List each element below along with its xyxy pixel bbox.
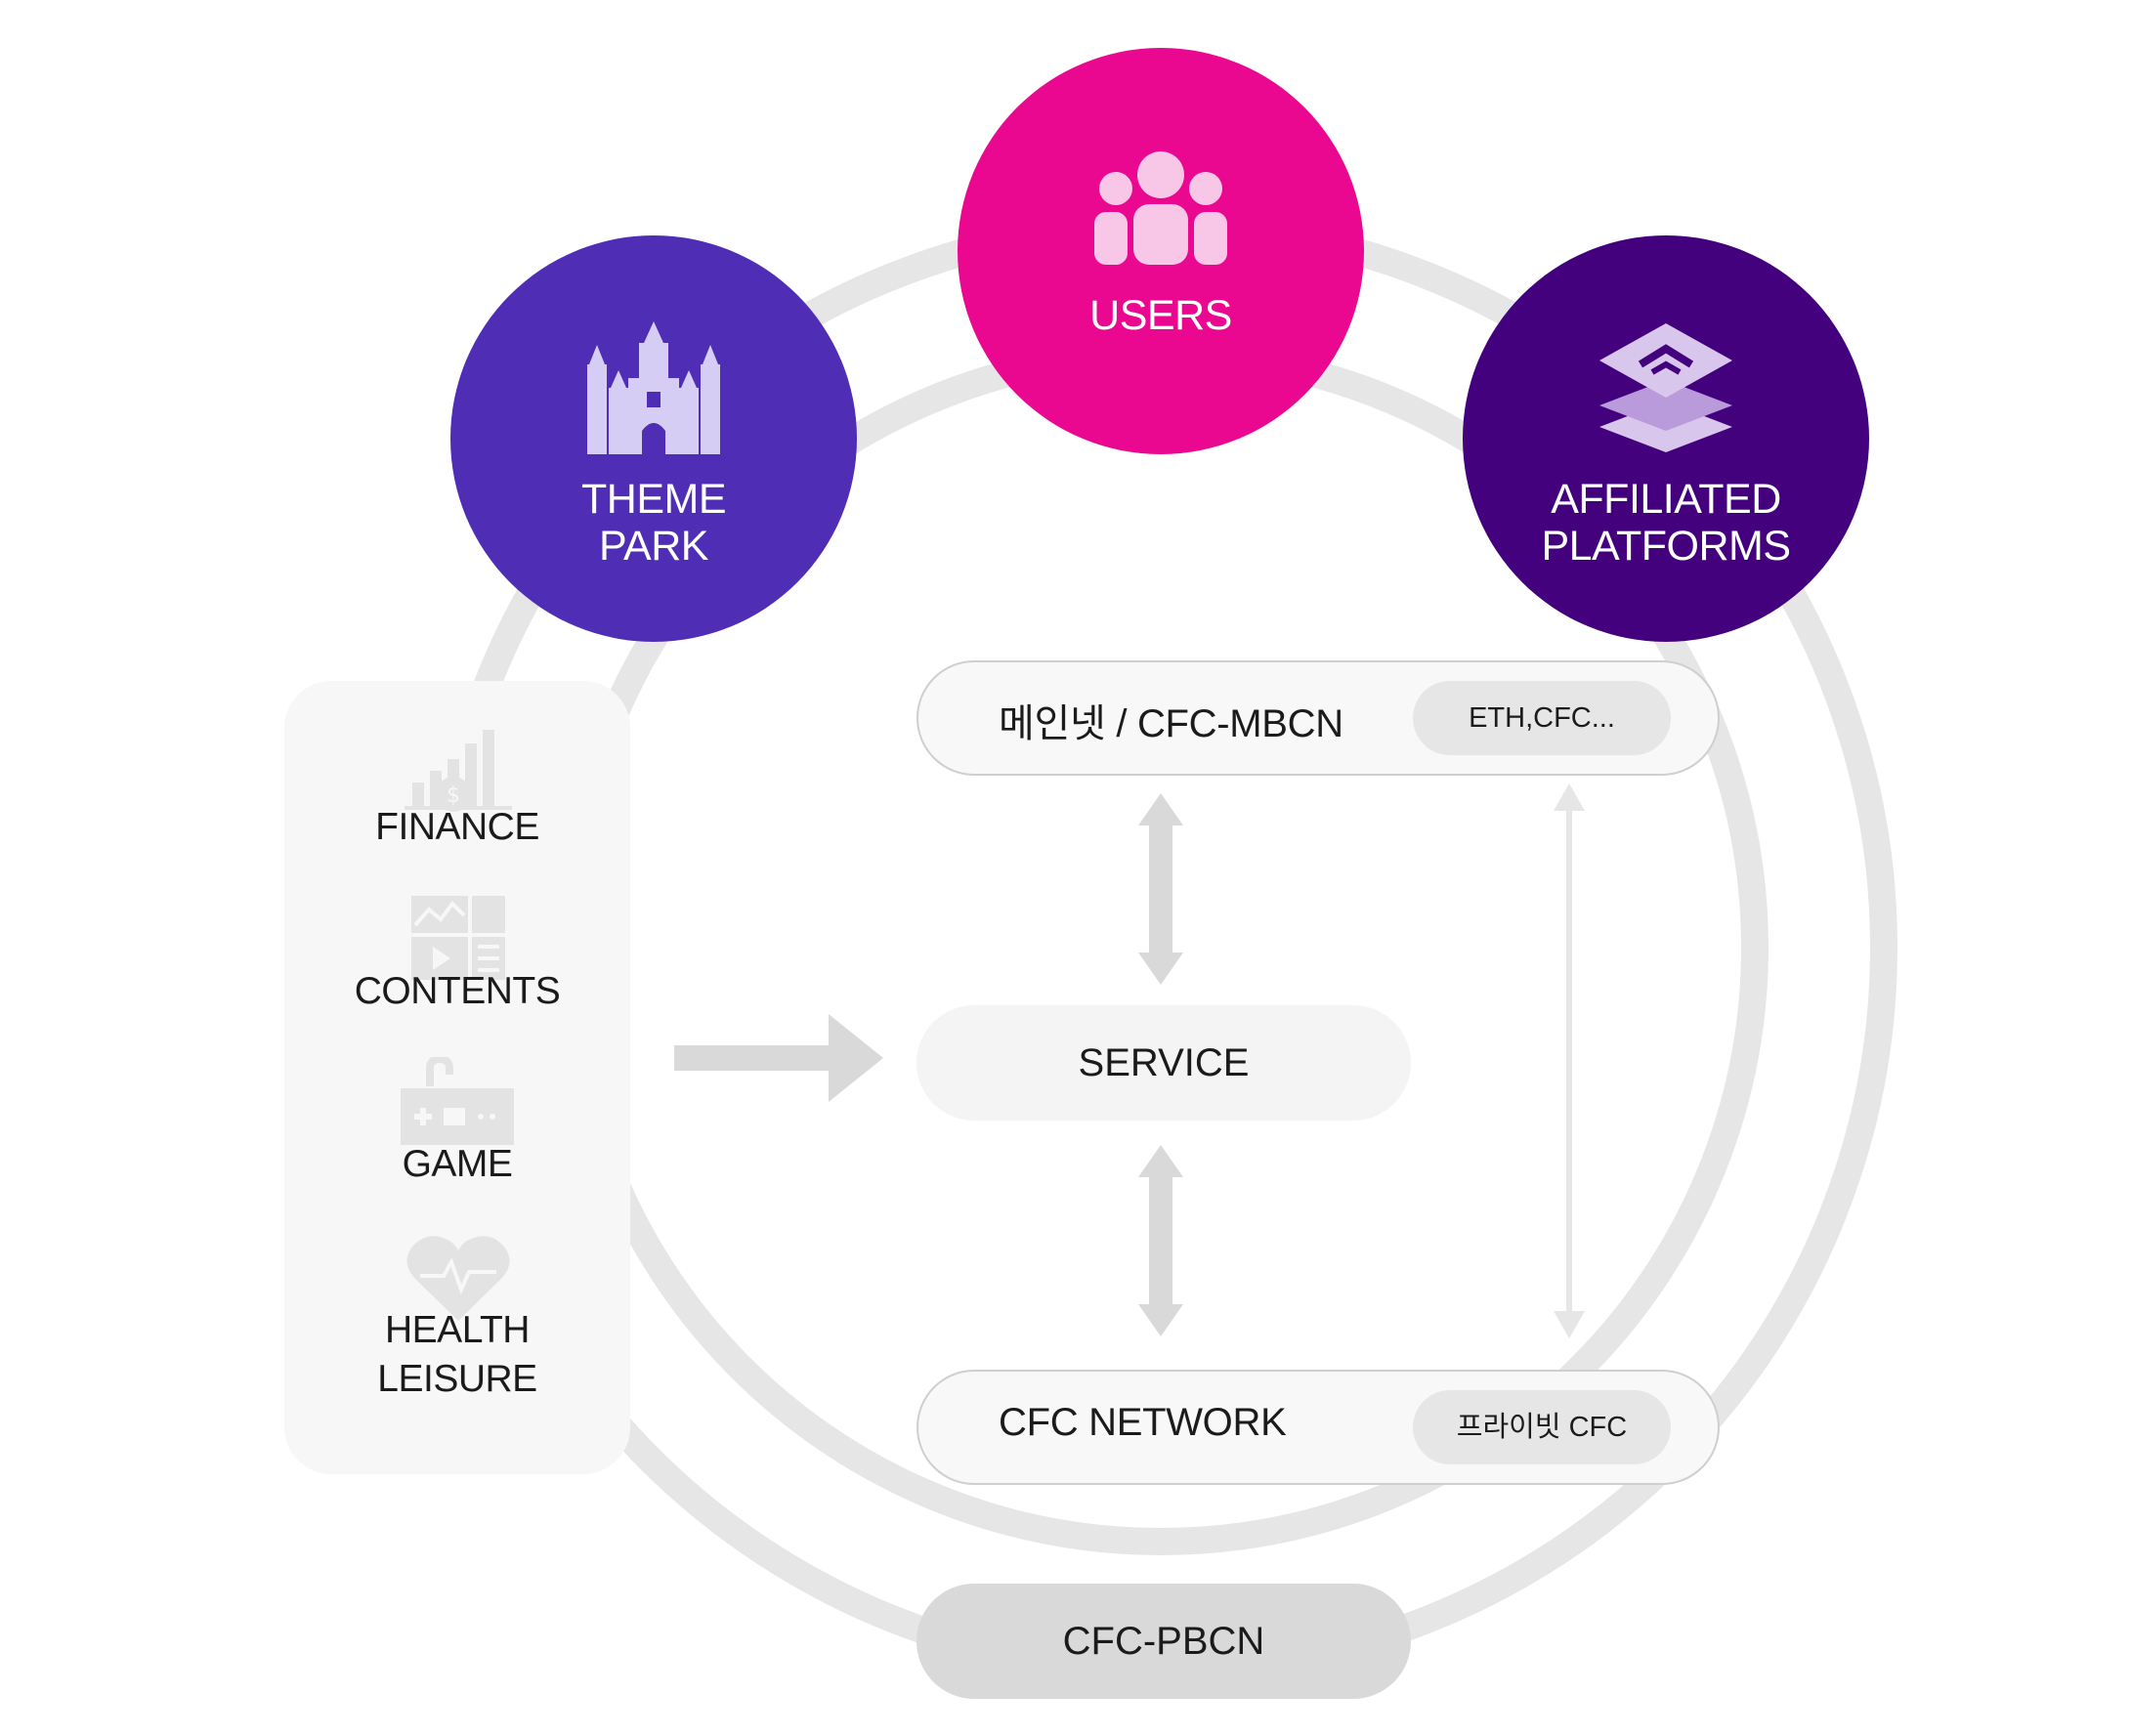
cfc-network-box: CFC NETWORK 프라이빗 CFC — [916, 1370, 1720, 1485]
contents-media-icon — [411, 896, 505, 980]
arrow-right-side — [1554, 783, 1585, 1338]
cfc-network-title: CFC NETWORK — [999, 1401, 1287, 1444]
arrow-service-network — [1138, 1145, 1183, 1336]
service-box: SERVICE — [916, 1005, 1411, 1121]
theme-park-label: THEME PARK — [581, 476, 727, 570]
castle-icon — [587, 321, 720, 454]
service-label: SERVICE — [1078, 1041, 1250, 1084]
contents-label: CONTENTS — [354, 970, 561, 1012]
mainnet-title: 메인넷 / CFC-MBCN — [999, 702, 1343, 745]
finance-label: FINANCE — [375, 806, 539, 848]
game-controller-icon — [401, 1057, 514, 1145]
arrow-to-service — [674, 1014, 883, 1102]
finance-chart-icon: $ — [405, 730, 512, 812]
users-node: USERS — [958, 48, 1364, 454]
heart-pulse-icon — [406, 1236, 510, 1321]
affiliated-platforms-label: AFFILIATED PLATFORMS — [1541, 476, 1791, 570]
users-label: USERS — [1089, 292, 1232, 339]
health-leisure-label: HEALTH LEISURE — [377, 1309, 537, 1400]
svg-text:$: $ — [447, 783, 460, 808]
pbcn-label: CFC-PBCN — [1062, 1620, 1265, 1663]
mainnet-tag: ETH,CFC... — [1413, 681, 1671, 755]
cfc-network-tag: 프라이빗 CFC — [1413, 1390, 1671, 1464]
game-label: GAME — [402, 1143, 513, 1185]
pbcn-box: CFC-PBCN — [916, 1584, 1411, 1699]
category-panel: $ FINANCE CONTENTS — [284, 681, 630, 1474]
users-group-icon — [1094, 151, 1227, 265]
layers-stack-icon — [1599, 323, 1732, 452]
arrow-mainnet-service — [1138, 793, 1183, 985]
theme-park-node: THEME PARK — [450, 235, 857, 642]
affiliated-platforms-node: AFFILIATED PLATFORMS — [1463, 235, 1869, 642]
mainnet-box: 메인넷 / CFC-MBCN ETH,CFC... — [916, 660, 1720, 776]
